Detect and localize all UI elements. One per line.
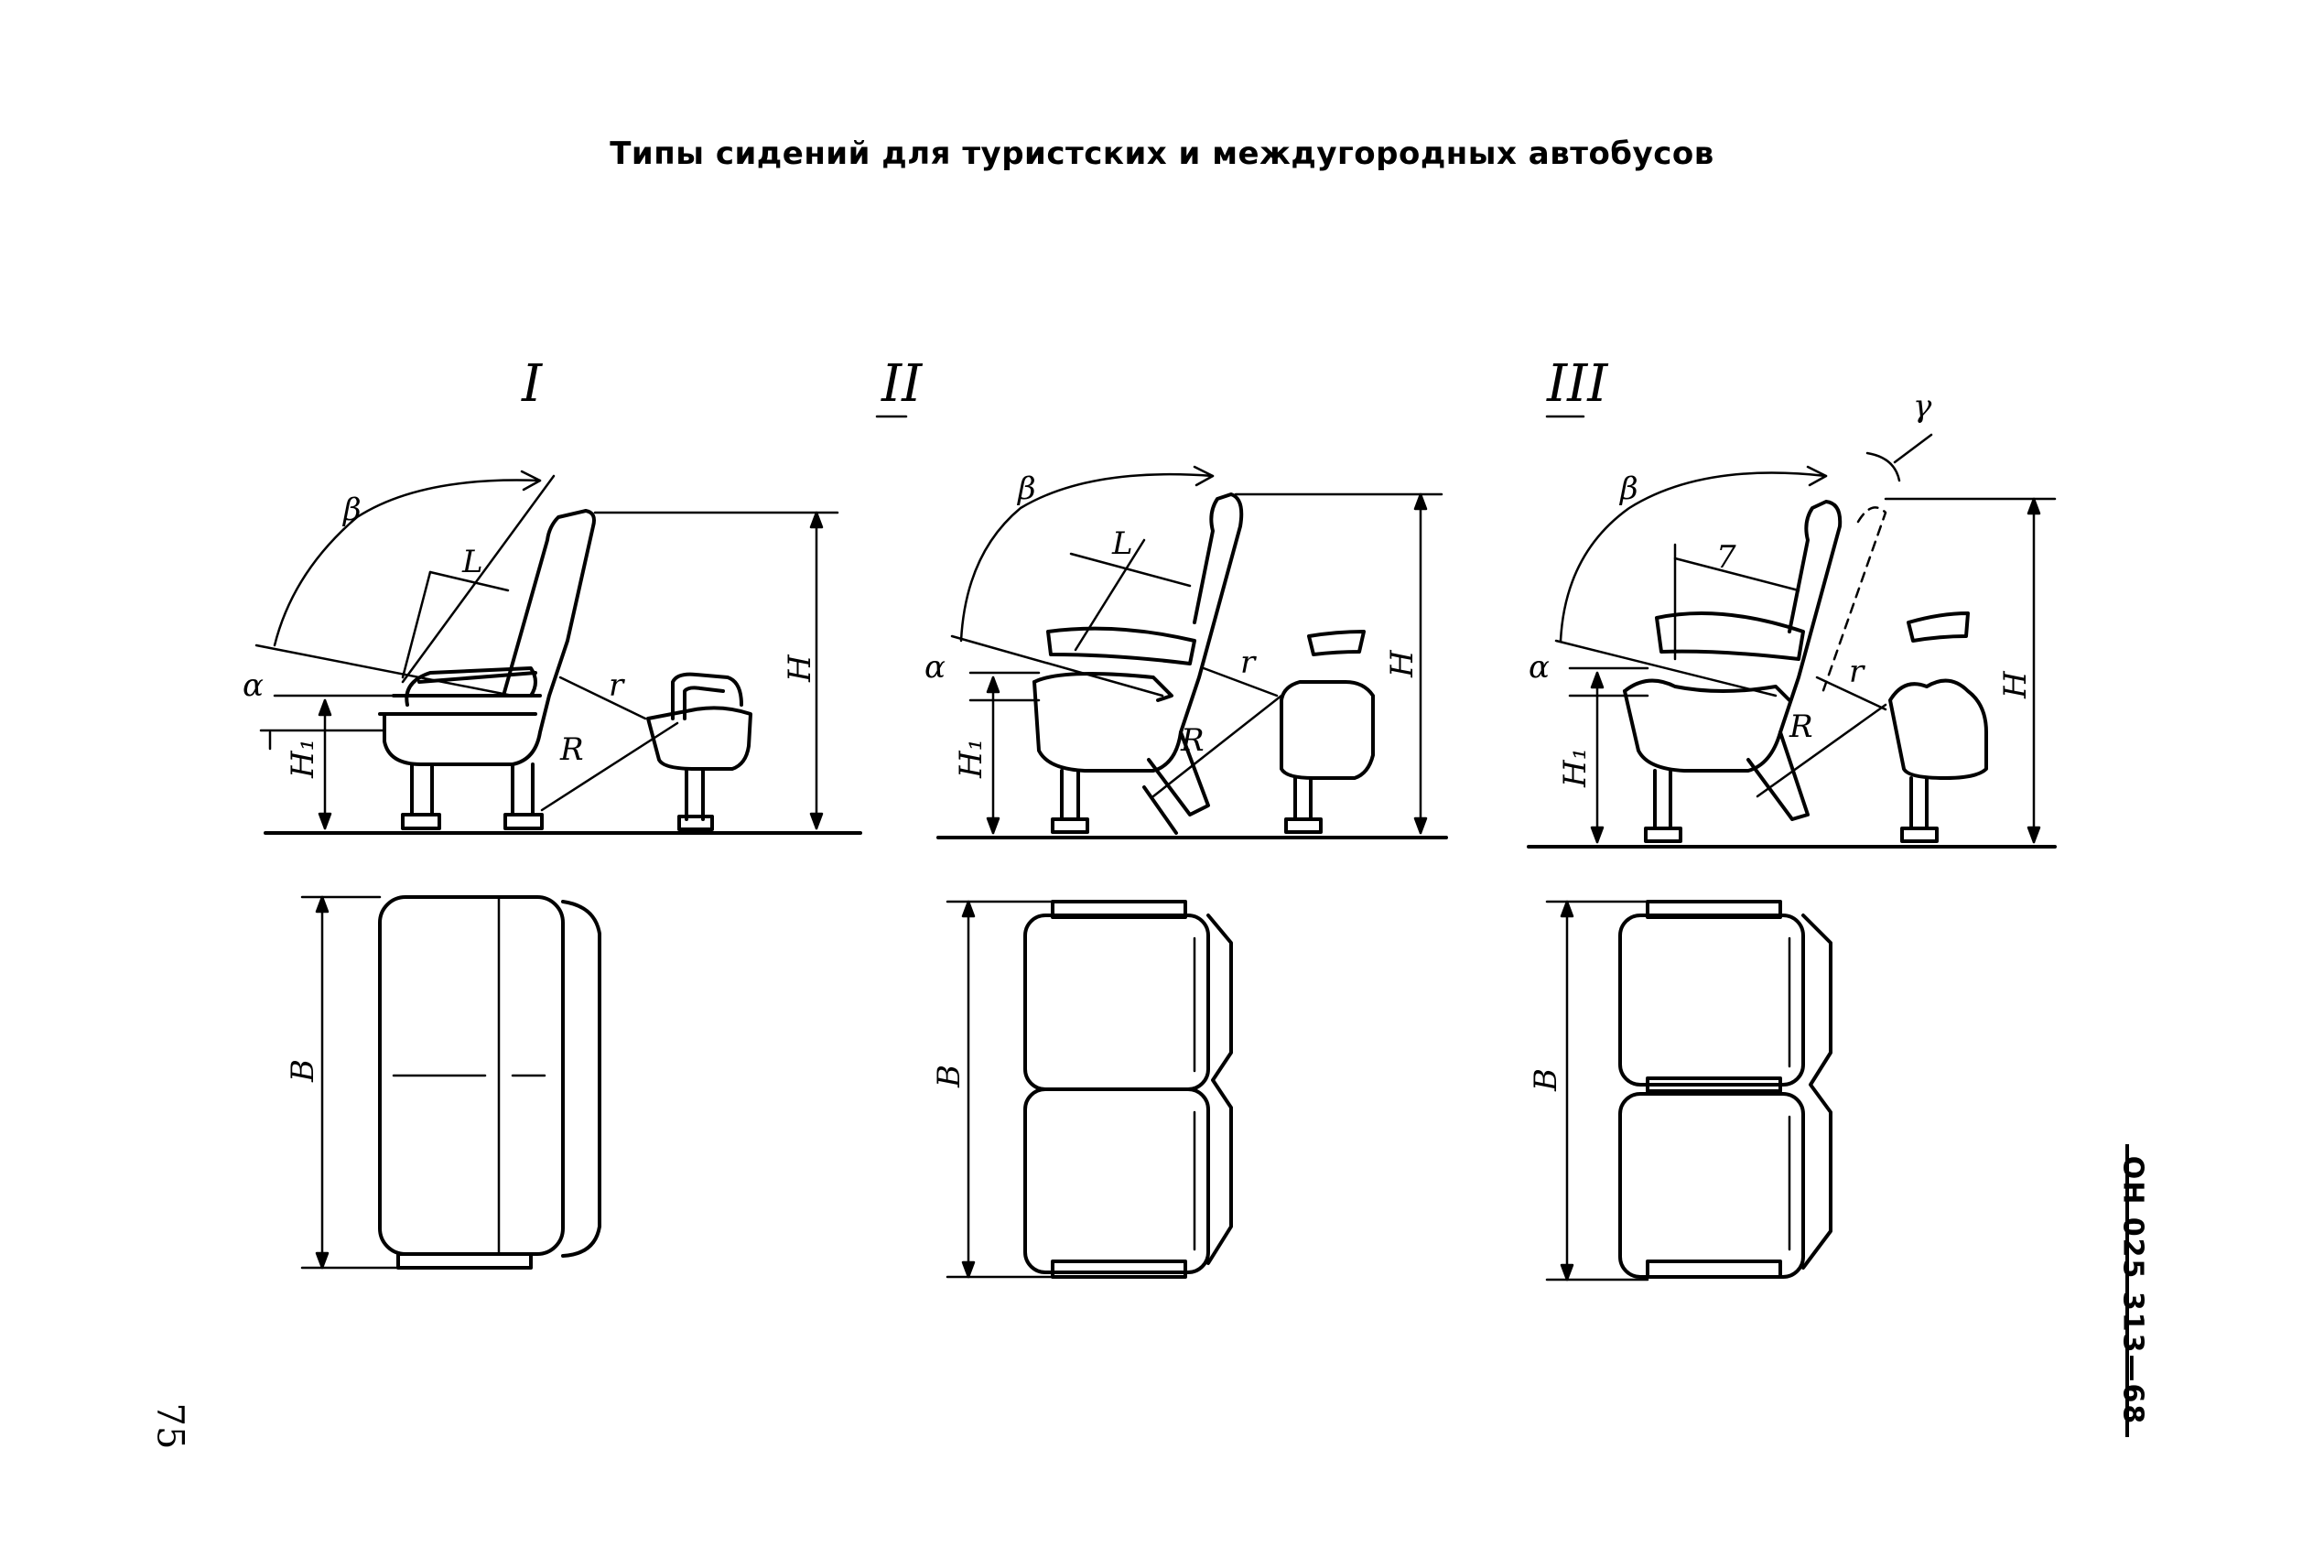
figure-2-dim-R	[1151, 694, 1283, 798]
figure-2-label-H1: H₁	[953, 739, 989, 779]
figure-1-label-H1: H₁	[285, 739, 321, 779]
figure-3-label-r: r	[1849, 654, 1865, 690]
figure-2-label-alpha: α	[924, 649, 946, 686]
figure-1: I β	[243, 354, 862, 1270]
figure-2-dim-L	[1069, 552, 1192, 588]
figure-1-seat-side-view	[378, 509, 596, 830]
figure-1-label-r: r	[609, 667, 625, 704]
figure-1-beta-arc	[273, 479, 542, 647]
figure-3-dim-R	[1756, 703, 1887, 798]
figure-3-label-alpha: α	[1529, 649, 1550, 686]
figure-1-front-seat	[646, 672, 752, 831]
page-title: Типы сидений для туристских и междугород…	[610, 135, 1714, 172]
figure-1-label-R: R	[559, 731, 584, 768]
figure-2-label-R: R	[1180, 722, 1205, 759]
page-number: 75	[148, 1402, 191, 1450]
figure-1-label-L: L	[461, 544, 483, 580]
figure-3-front-seat	[1888, 611, 1988, 843]
figure-3: III β γ 7 α	[1527, 354, 2057, 1281]
figure-1-dim-r	[558, 676, 647, 720]
figure-2-roman: II	[881, 354, 924, 414]
figure-3-label-R: R	[1789, 708, 1813, 745]
figure-2-dim-r	[1202, 666, 1279, 697]
figure-3-label-B: B	[1528, 1068, 1564, 1092]
figure-2-front-seat	[1280, 630, 1375, 834]
figure-2: II β L α H₁	[875, 354, 1448, 1279]
figure-2-label-r: r	[1240, 644, 1257, 681]
figure-2-label-L: L	[1111, 525, 1133, 562]
figure-3-label-L: 7	[1716, 539, 1736, 576]
sidebar-rule	[2125, 1144, 2129, 1437]
figure-3-label-gamma: γ	[1913, 388, 1932, 425]
figure-1-label-alpha: α	[243, 667, 264, 704]
figure-1-label-beta: β	[341, 492, 362, 528]
figure-2-seat-side-view	[1032, 492, 1244, 835]
figure-1-roman: I	[521, 354, 544, 414]
figure-3-roman: III	[1546, 354, 1609, 414]
figure-1-dim-R	[540, 721, 679, 812]
figure-3-plan-view	[1618, 900, 1832, 1279]
figure-3-label-H1: H₁	[1557, 748, 1594, 788]
figure-1-label-H: H	[782, 654, 818, 683]
figure-2-label-B: B	[931, 1065, 967, 1088]
figure-1-plan-view	[378, 895, 601, 1270]
figure-2-label-H: H	[1384, 649, 1421, 678]
figure-2-label-beta: β	[1016, 470, 1036, 507]
standard-code: ОН 025 313—68	[2116, 1155, 2149, 1426]
figure-3-dim-L	[1673, 557, 1800, 592]
figure-3-seat-side-view	[1623, 500, 1887, 843]
figure-2-plan-view	[1023, 900, 1233, 1279]
figure-3-label-H: H	[1997, 670, 2034, 699]
figure-1-dim-L	[428, 570, 510, 592]
figure-3-beta-arc	[1559, 471, 1828, 643]
figure-3-dim-r	[1815, 676, 1887, 711]
standard-code-sidebar: ОН 025 313—68	[2105, 1144, 2160, 1437]
figure-3-label-beta: β	[1618, 470, 1638, 507]
figure-1-label-B: B	[285, 1059, 321, 1083]
figure-2-beta-arc	[959, 472, 1215, 643]
